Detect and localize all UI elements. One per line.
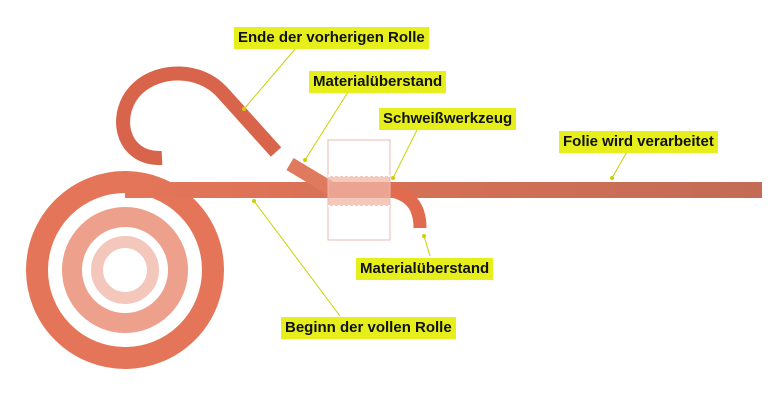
material-overhang-top-piece bbox=[286, 157, 334, 195]
leader-film-processed bbox=[611, 149, 629, 179]
label-film-processed: Folie wird verarbeitet bbox=[559, 131, 718, 153]
film-web bbox=[125, 182, 762, 198]
leader-lines bbox=[242, 47, 629, 317]
leader-end-previous-roll bbox=[243, 47, 297, 110]
label-welding-tool: Schweißwerkzeug bbox=[379, 108, 517, 130]
full-roll bbox=[26, 171, 224, 369]
leader-start-full-roll bbox=[253, 200, 341, 317]
previous-roll-end bbox=[116, 66, 282, 165]
leader-welding-tool bbox=[392, 127, 419, 179]
welding-tool bbox=[327, 139, 391, 241]
leader-material-overhang-top bbox=[304, 91, 349, 161]
label-start-full-roll: Beginn der vollen Rolle bbox=[281, 317, 456, 339]
label-material-overhang-bottom: Materialüberstand bbox=[356, 258, 494, 280]
label-material-overhang-top: Materialüberstand bbox=[309, 71, 447, 93]
leader-material-overhang-bottom bbox=[423, 235, 431, 257]
label-end-previous-roll: Ende der vorherigen Rolle bbox=[234, 27, 429, 49]
material-overhang-bottom-piece bbox=[386, 183, 427, 229]
